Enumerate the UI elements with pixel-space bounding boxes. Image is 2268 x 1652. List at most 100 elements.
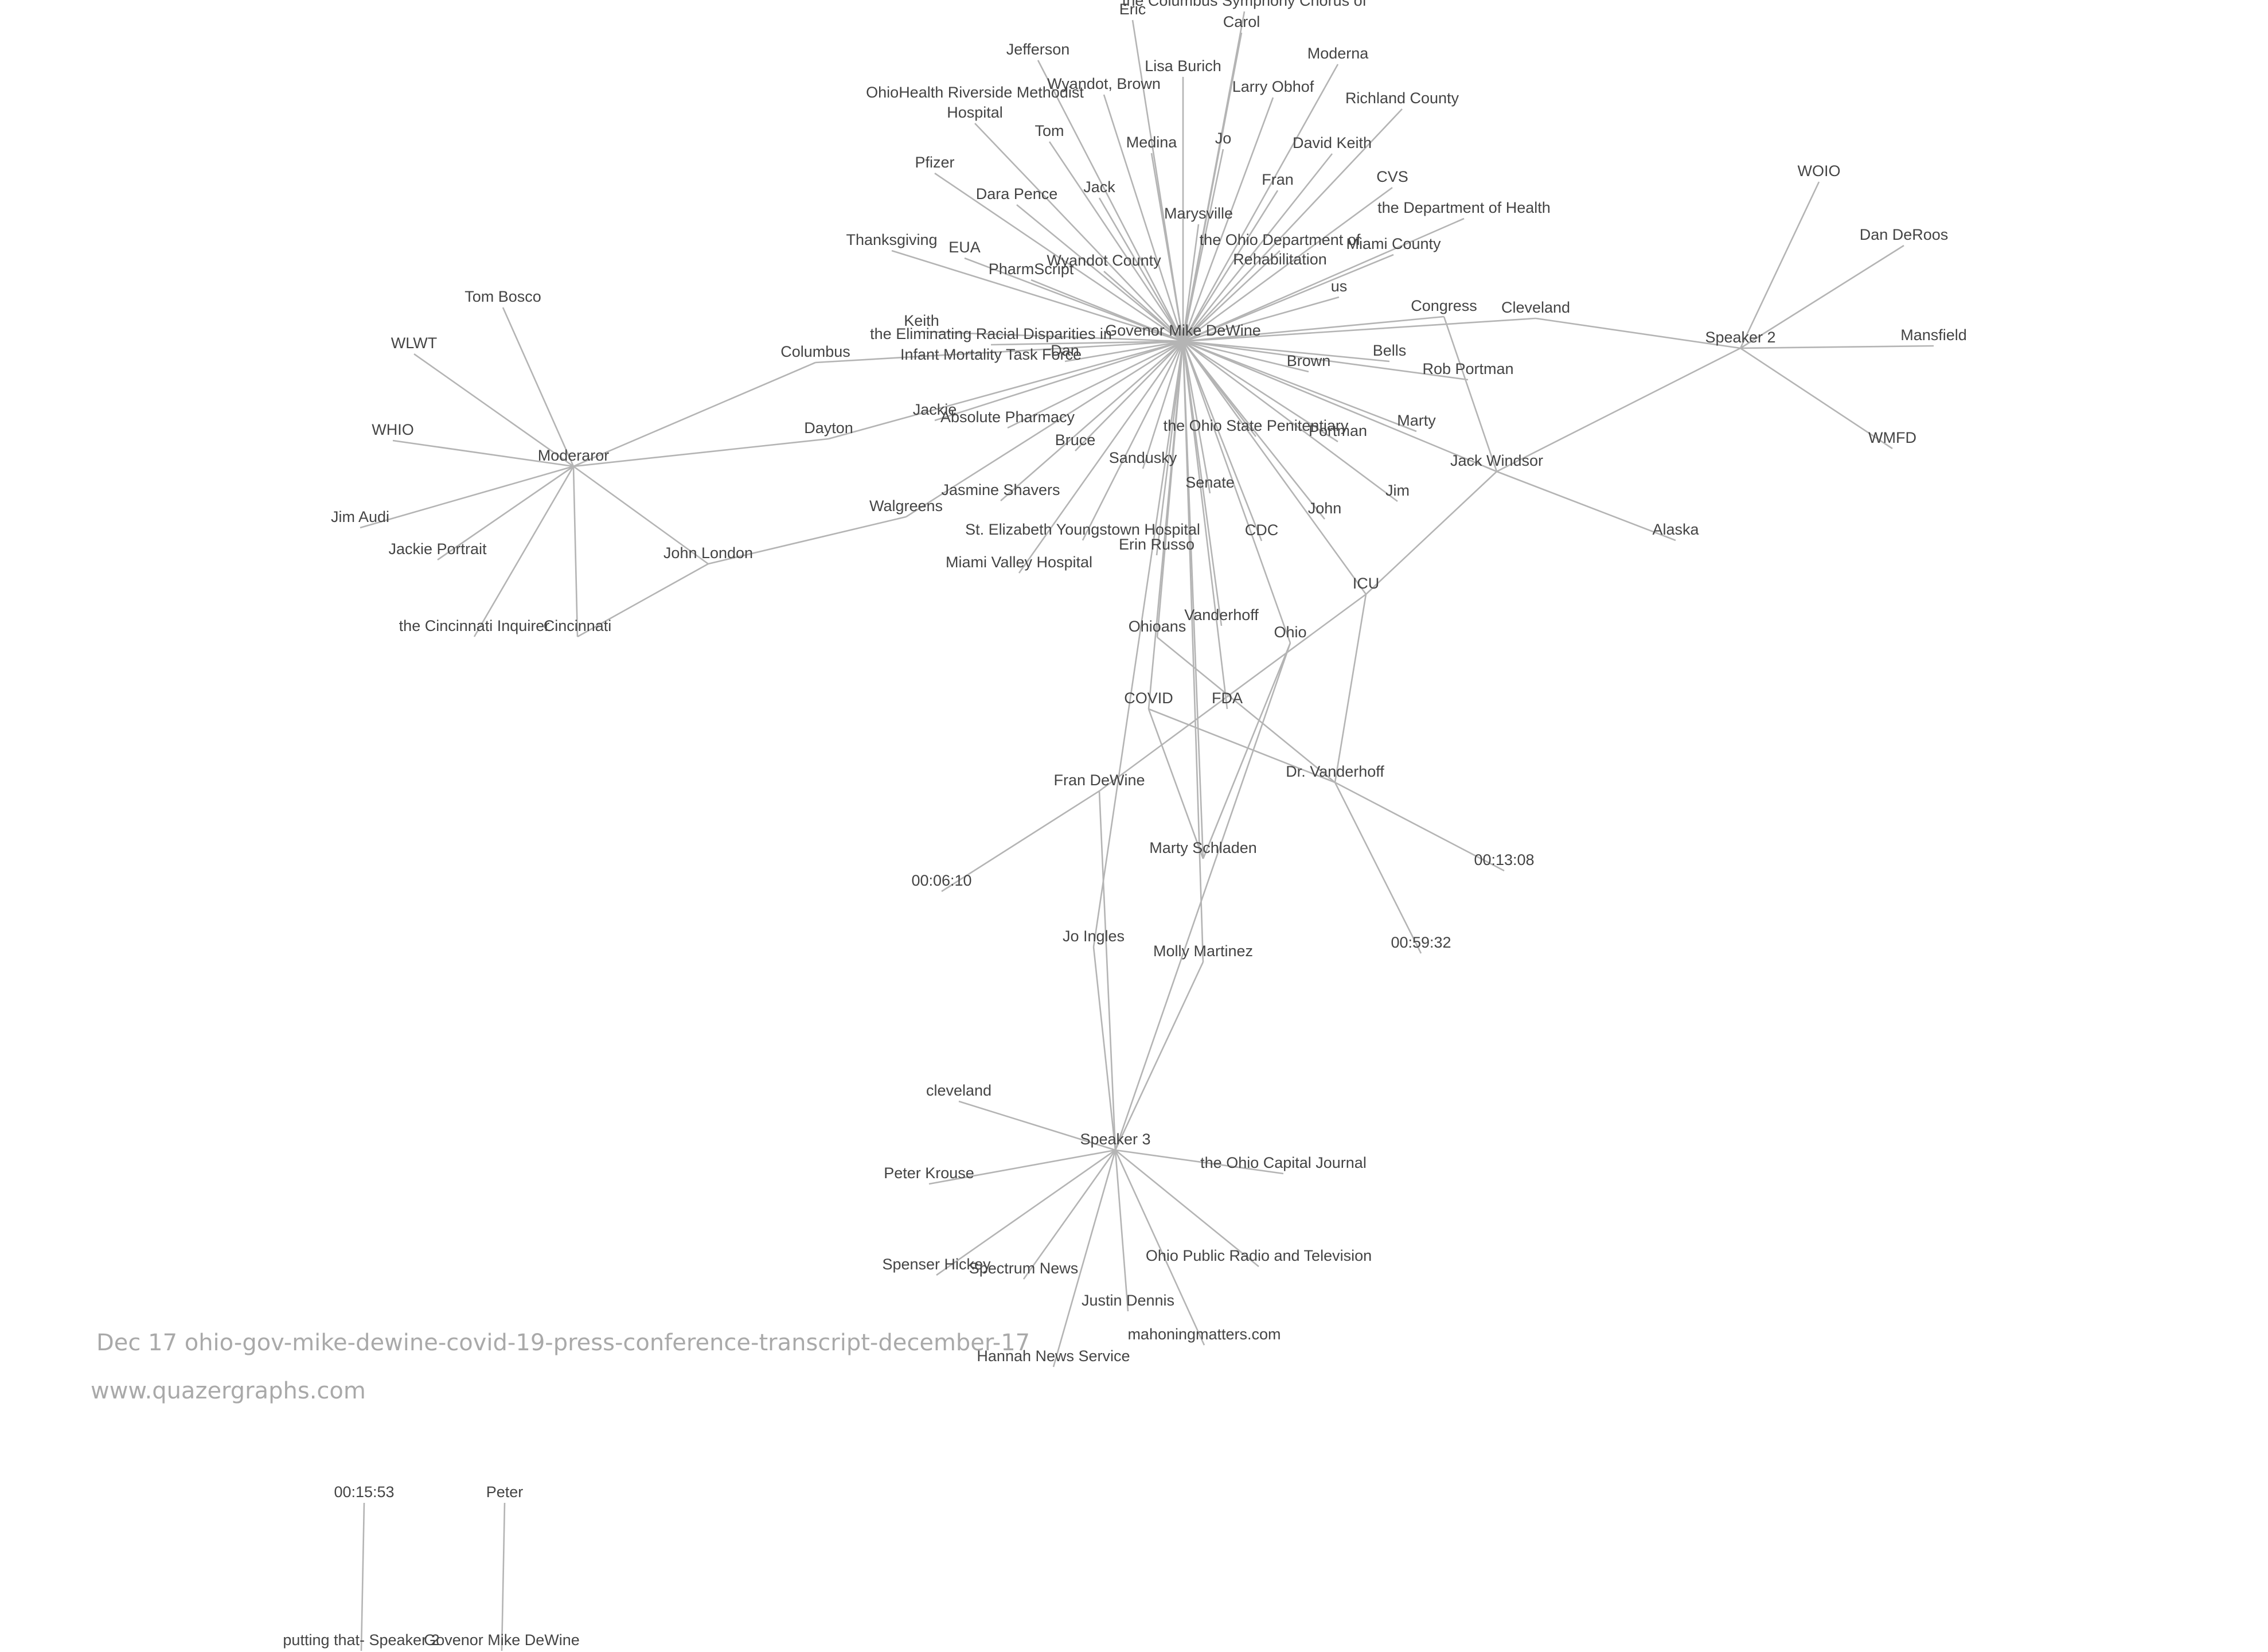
graph-edge [1156, 341, 1184, 556]
graph-edge [1157, 636, 1336, 784]
graph-edge [974, 123, 1184, 342]
node-label-john: John [1308, 500, 1342, 517]
node-label-miami: Miami County [1346, 235, 1441, 252]
graph-edge [708, 516, 907, 565]
graph-edge [1334, 594, 1367, 783]
node-label-wmfd: WMFD [1868, 429, 1916, 446]
node-label-dan: Dan [1051, 342, 1079, 359]
graph-edge [1182, 340, 1390, 363]
graph-edge [1496, 347, 1741, 473]
node-label-marty: Marty [1397, 412, 1436, 429]
node-label-davidkeith: David Keith [1293, 134, 1372, 151]
node-label-moderna: Moderna [1307, 45, 1369, 62]
node-label-brown: Brown [1287, 352, 1331, 369]
node-label-woio: WOIO [1798, 162, 1841, 180]
node-label-stelizabeth: St. Elizabeth Youngstown Hospital [965, 521, 1200, 538]
graph-edge [1016, 204, 1184, 342]
node-label-dewine: Govenor Mike DeWine [1105, 322, 1261, 339]
graph-caption-title: Dec 17 ohio-gov-mike-dewine-covid-19-pre… [96, 1330, 1030, 1356]
node-label-absolute: Absolute Pharmacy [940, 408, 1075, 426]
graph-edge [891, 250, 1184, 342]
node-label-fran: Fran [1262, 171, 1294, 188]
node-label-bells: Bells [1373, 342, 1407, 359]
graph-edge [928, 1149, 1116, 1185]
node-label-pfizer: Pfizer [915, 154, 954, 171]
graph-edge [1182, 341, 1291, 644]
node-label-t0610: 00:06:10 [911, 872, 971, 889]
node-label-eua: EUA [948, 239, 981, 256]
node-label-depthealth: the Department of Health [1377, 199, 1551, 216]
graph-edge [501, 1502, 506, 1651]
node-label-robportman: Rob Portman [1422, 360, 1513, 377]
graph-edge [573, 465, 709, 565]
graph-edge [1030, 279, 1184, 342]
graph-edge [1182, 250, 1281, 342]
graph-edge [1052, 1150, 1117, 1367]
graph-edge [502, 307, 575, 467]
node-label-whio: WHIO [372, 421, 414, 438]
node-label-erinrusso: Erin Russo [1119, 536, 1194, 553]
node-label-peterkrouse: Peter Krouse [884, 1164, 974, 1182]
graph-edge [1182, 315, 1445, 342]
graph-edge [392, 439, 574, 467]
node-label-clevelandlc: cleveland [926, 1082, 991, 1099]
node-label-hospital: Hospital [947, 104, 1003, 121]
graph-edge [1114, 1150, 1129, 1312]
node-label-sandusky: Sandusky [1109, 449, 1177, 466]
graph-edge [1148, 708, 1336, 784]
node-label-eliminating: the Eliminating Racial Disparities in [870, 325, 1112, 342]
graph-edge [572, 466, 579, 637]
graph-edge [941, 790, 1100, 893]
node-label-medina: Medina [1126, 134, 1178, 151]
graph-edge [1182, 254, 1394, 342]
graph-edge [1000, 341, 1184, 501]
node-label-wlwt: WLWT [391, 334, 437, 352]
graph-edge [1115, 1149, 1284, 1175]
graph-edge [1182, 153, 1333, 342]
graph-edge [1092, 341, 1184, 948]
graph-edge [1182, 97, 1274, 342]
graph-edge [815, 340, 1184, 364]
node-label-jimaudi: Jim Audi [331, 508, 389, 525]
graph-edge [934, 172, 1184, 342]
node-label-wyandotcounty: Wyandot County [1047, 252, 1161, 269]
node-label-dewine2: Govenor Mike DeWine [424, 1631, 580, 1649]
graph-edge [828, 340, 1184, 440]
node-label-joingles: Jo Ingles [1063, 928, 1125, 945]
graph-edge [1114, 961, 1204, 1151]
graph-edge [1182, 224, 1200, 342]
graph-edge [1740, 347, 1893, 450]
node-label-speaker3: Speaker 3 [1080, 1131, 1150, 1148]
graph-edge [437, 465, 574, 561]
node-label-cincinnatiinq: the Cincinnati Inquirer [399, 617, 550, 634]
graph-edge [1147, 708, 1204, 859]
node-label-dayton: Dayton [804, 419, 853, 437]
node-label-carol: Carol [1223, 13, 1260, 30]
graph-edge [1365, 471, 1497, 595]
graph-edge [1334, 782, 1422, 954]
graph-edge [1098, 197, 1184, 342]
graph-edge [1182, 340, 1497, 473]
graph-edge [1182, 190, 1279, 342]
node-label-wyandotbrown: Wyandot, Brown [1047, 75, 1161, 92]
graph-edge [1182, 296, 1340, 342]
node-label-fda: FDA [1212, 689, 1243, 707]
node-label-keith: Keith [904, 312, 939, 329]
graph-edge [1182, 186, 1393, 342]
graph-edge [1099, 593, 1367, 792]
node-label-jackieportrait: Jackie Portrait [388, 540, 487, 558]
graph-edge [1182, 32, 1243, 342]
node-label-ohiodept: the Ohio Department of [1200, 231, 1361, 248]
node-label-infant: Infant Mortality Task Force [900, 346, 1082, 363]
graph-edges [360, 11, 1934, 1651]
graph-edge [573, 438, 829, 467]
node-label-walgreens: Walgreens [869, 497, 943, 515]
node-label-vanderhoff: Vanderhoff [1184, 606, 1259, 624]
graph-edge [905, 340, 1184, 518]
node-label-richland: Richland County [1345, 89, 1459, 107]
node-label-tom: Tom [1035, 122, 1064, 139]
graph-edge [934, 340, 1184, 422]
node-label-thanksgiving: Thanksgiving [846, 231, 937, 248]
node-label-martyschladen: Marty Schladen [1149, 839, 1257, 856]
